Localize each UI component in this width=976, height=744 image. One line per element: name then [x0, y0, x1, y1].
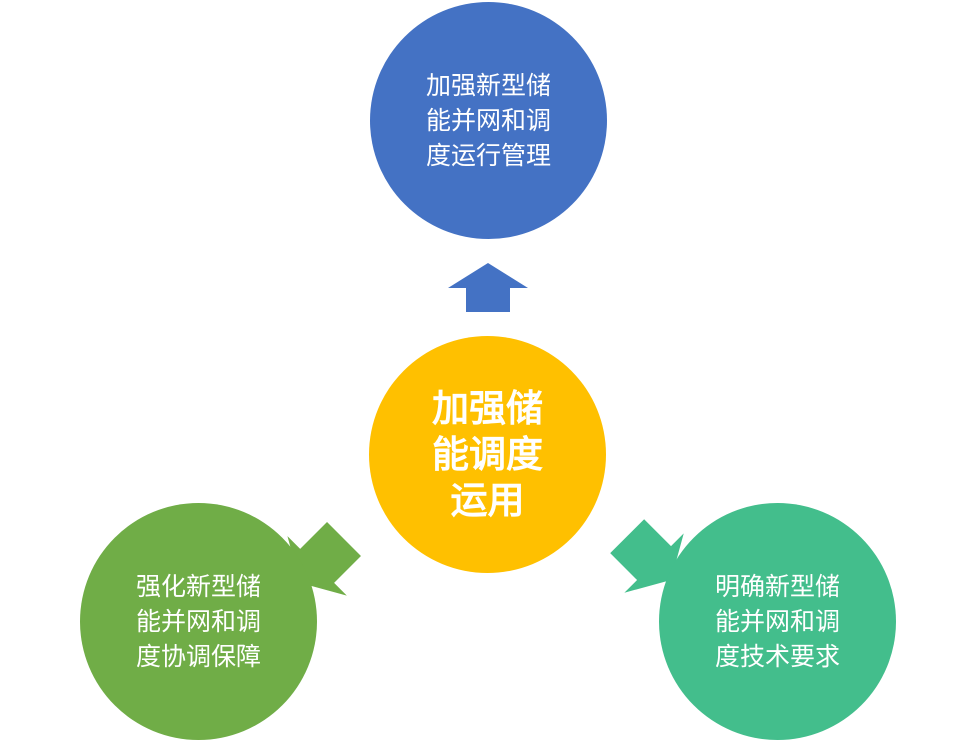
node-left-label: 强化新型储 能并网和调 度协调保障	[135, 572, 261, 671]
node-top-circle: 加强新型储 能并网和调 度运行管理	[370, 2, 607, 239]
node-right-label: 明确新型储 能并网和调 度技术要求	[714, 572, 840, 671]
node-right-circle: 明确新型储 能并网和调 度技术要求	[659, 503, 896, 740]
arrow-up-icon	[448, 263, 528, 312]
center-label: 加强储 能调度 运用	[432, 386, 543, 522]
node-top-label: 加强新型储 能并网和调 度运行管理	[425, 71, 551, 170]
node-left-circle: 强化新型储 能并网和调 度协调保障	[80, 503, 317, 740]
center-circle: 加强储 能调度 运用	[369, 336, 606, 573]
